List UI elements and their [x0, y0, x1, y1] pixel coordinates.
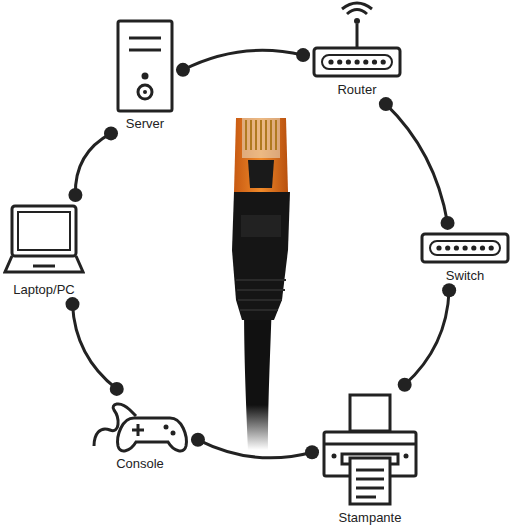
- device-node: Console: [90, 396, 190, 471]
- device-node: Laptop/PC: [3, 202, 85, 297]
- link-arc: [68, 126, 118, 202]
- device-node: Switch: [419, 230, 511, 283]
- device-label: Switch: [444, 268, 486, 283]
- device-label: Laptop/PC: [11, 282, 76, 297]
- link-arc: [65, 297, 123, 396]
- device-node: Stampante: [320, 392, 420, 525]
- console-icon: [90, 396, 190, 454]
- laptop-icon: [3, 202, 85, 280]
- switch-icon: [419, 230, 511, 266]
- printer-icon: [320, 392, 420, 508]
- link-arc: [176, 48, 310, 77]
- link-arc: [379, 97, 455, 230]
- device-label: Stampante: [337, 510, 404, 525]
- device-node: Router: [311, 0, 403, 97]
- link-arc: [398, 283, 456, 392]
- router-icon: [311, 0, 403, 80]
- device-label: Console: [114, 456, 166, 471]
- server-icon: [115, 18, 175, 114]
- device-label: Router: [335, 82, 378, 97]
- device-label: Server: [124, 116, 166, 131]
- device-node: Server: [115, 18, 175, 131]
